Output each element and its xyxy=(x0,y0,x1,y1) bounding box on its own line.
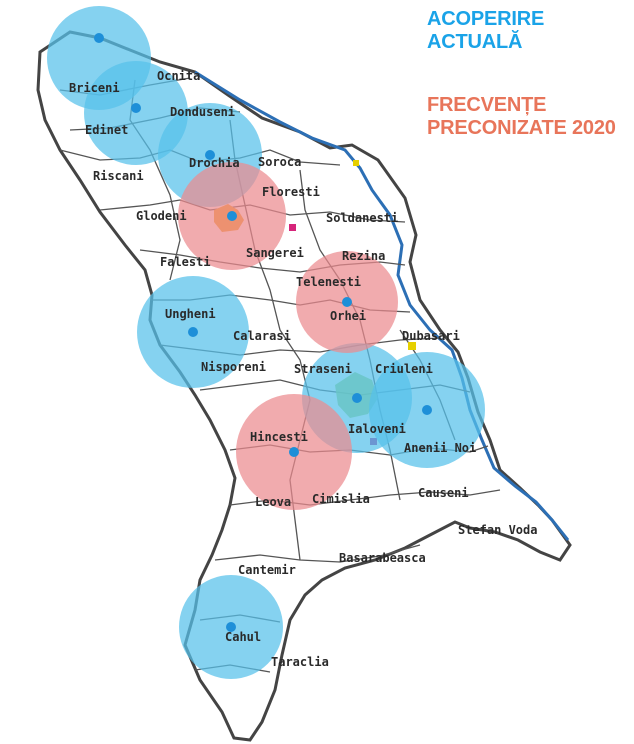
legend-planned-line2: PRECONIZATE 2020 xyxy=(427,117,616,139)
label-cimislia: Cimislia xyxy=(312,492,370,506)
label-donduseni: Donduseni xyxy=(170,105,235,119)
transmitter-dot xyxy=(226,622,236,632)
transmitter-dot xyxy=(422,405,432,415)
label-dubasari: Dubasari xyxy=(402,329,460,343)
transmitter-dot xyxy=(131,103,141,113)
label-leova: Leova xyxy=(255,495,291,509)
label-taraclia: Taraclia xyxy=(271,655,329,669)
label-briceni: Briceni xyxy=(69,81,120,95)
label-soroca: Soroca xyxy=(258,155,301,169)
label-anenii-noi: Anenii Noi xyxy=(404,441,476,455)
dniester-river xyxy=(194,70,570,541)
label-edinet: Edinet xyxy=(85,123,128,137)
label-ocnita: Ocnita xyxy=(157,69,200,83)
transmitter-dot xyxy=(289,447,299,457)
transmitter-dot xyxy=(94,33,104,43)
label-falesti: Falesti xyxy=(160,255,211,269)
transmitter-dot xyxy=(188,327,198,337)
label-telenesti: Telenesti xyxy=(296,275,361,289)
label-basarabeasca: Basarabeasca xyxy=(339,551,426,565)
label-ungheni: Ungheni xyxy=(165,307,216,321)
legend-planned-line1: FRECVENȚE xyxy=(427,94,547,116)
label-orhei: Orhei xyxy=(330,309,366,323)
label-stefan-voda: Stefan Voda xyxy=(458,523,537,537)
transmitter-dot xyxy=(342,297,352,307)
label-hincesti: Hincesti xyxy=(250,430,308,444)
transmitter-dot xyxy=(227,211,237,221)
label-straseni: Straseni xyxy=(294,362,352,376)
label-criuleni: Criuleni xyxy=(375,362,433,376)
transmitter-dot xyxy=(205,150,215,160)
label-cantemir: Cantemir xyxy=(238,563,296,577)
label-soldanesti: Soldanesti xyxy=(326,211,398,225)
legend-current-line1: ACOPERIRE xyxy=(427,8,545,30)
yellow-marker xyxy=(408,342,416,350)
label-riscani: Riscani xyxy=(93,169,144,183)
label-floresti: Floresti xyxy=(262,185,320,199)
legend-planned-frequencies: FRECVENȚE PRECONIZATE 2020 xyxy=(427,94,632,140)
label-nisporeni: Nisporeni xyxy=(201,360,266,374)
label-rezina: Rezina xyxy=(342,249,385,263)
pink-marker xyxy=(289,224,296,231)
legend-current-coverage: ACOPERIRE ACTUALĂ xyxy=(427,8,617,54)
label-causeni: Causeni xyxy=(418,486,469,500)
label-glodeni: Glodeni xyxy=(136,209,187,223)
legend-current-line2: ACTUALĂ xyxy=(427,31,523,53)
transmitter-dots xyxy=(94,33,432,632)
label-cahul: Cahul xyxy=(225,630,261,644)
label-ialoveni: Ialoveni xyxy=(348,422,406,436)
transmitter-dot xyxy=(352,393,362,403)
label-sangerei: Sangerei xyxy=(246,246,304,260)
label-drochia: Drochia xyxy=(189,156,240,170)
label-calarasi: Calarasi xyxy=(233,329,291,343)
yellow-marker-2 xyxy=(353,160,359,166)
